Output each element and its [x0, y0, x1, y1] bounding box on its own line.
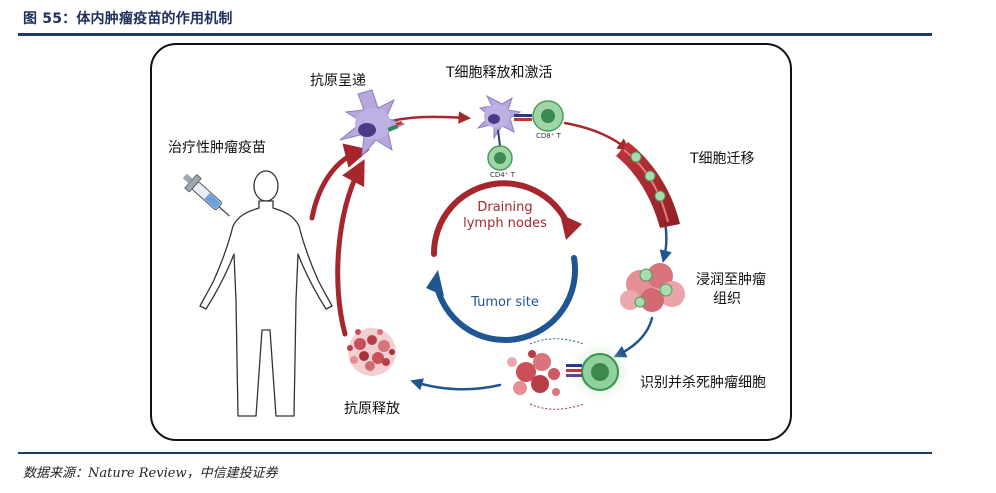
arrow-recognition-to-release	[410, 378, 502, 391]
top-rule	[18, 33, 932, 36]
label-antigen-presentation: 抗原呈递	[310, 73, 366, 89]
syringe-icon	[182, 173, 230, 217]
label-tumor-site: Tumor site	[471, 295, 539, 310]
blood-vessel-icon	[616, 142, 680, 228]
label-antigen-release: 抗原释放	[344, 401, 400, 417]
label-infiltration-line1: 浸润至肿瘤	[696, 272, 766, 288]
figure-title: 图 55：体内肿瘤疫苗的作用机制	[23, 11, 233, 27]
label-vaccine: 治疗性肿瘤疫苗	[168, 140, 266, 156]
tumor-site-arc	[433, 255, 579, 344]
t-cell-activation-icon	[476, 94, 564, 171]
arrow-vaccine-to-presentation	[309, 143, 370, 221]
diagram-frame	[150, 43, 792, 441]
arrow-activation-to-migration	[563, 121, 631, 151]
draining-lymph-arrowhead	[560, 214, 582, 240]
dendritic-cell-icon	[339, 89, 406, 158]
label-t-cell-activation: T细胞释放和激活	[446, 65, 553, 81]
arrow-release-to-presentation	[335, 159, 365, 337]
tumor-killing-icon	[507, 338, 630, 410]
bottom-rule	[18, 452, 932, 454]
caption-cd4: CD4⁺ T	[490, 171, 515, 179]
arrow-migration-to-infiltration	[659, 220, 672, 263]
draining-lymph-arc	[430, 180, 573, 257]
label-draining-line2: lymph nodes	[463, 216, 547, 231]
tumor-tissue-icon	[620, 263, 685, 312]
source-note: 数据来源：Nature Review，中信建投证券	[23, 466, 278, 481]
caption-cd8: CD8⁺ T	[536, 132, 561, 140]
label-infiltration-line2: 组织	[713, 291, 741, 307]
arrow-infiltration-to-recognition	[613, 316, 654, 358]
central-cycle	[426, 180, 582, 344]
tumor-site-arrowhead	[426, 270, 444, 296]
label-recognition: 识别并杀死肿瘤细胞	[640, 375, 766, 391]
human-silhouette-icon	[199, 170, 333, 417]
label-draining-line1: Draining	[477, 200, 533, 215]
label-t-cell-migration: T细胞迁移	[690, 151, 755, 167]
antigen-release-icon	[347, 328, 396, 376]
